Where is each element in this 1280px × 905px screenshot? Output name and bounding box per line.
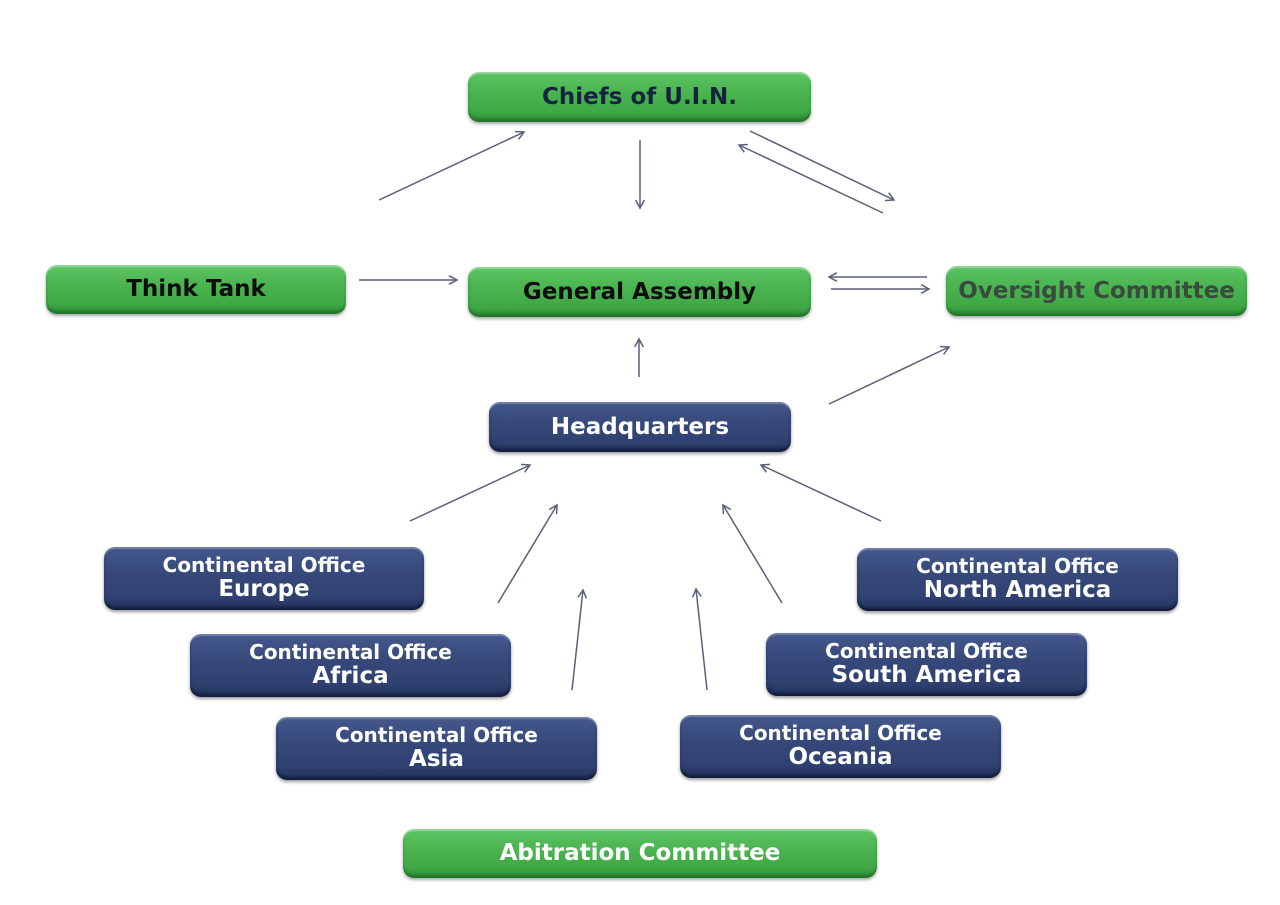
node-europe-line1: Continental Office [162,553,366,578]
node-chiefs-label: Chiefs of U.I.N. [542,83,737,110]
arrow-africa-to-headquarters [497,503,558,604]
arrowhead-icon [884,192,896,202]
node-oceania-line2: Oceania [788,743,893,770]
node-north-america-line2: North America [923,576,1112,603]
arrowhead-icon [520,463,532,473]
arrow-headquarters-to-general-assembly [634,337,644,377]
arrow-headquarters-to-oversight [828,345,951,405]
arrow-line [571,589,584,691]
arrowhead-icon [737,143,749,153]
arrow-europe-to-headquarters [409,463,532,522]
node-continental-office-south-america[interactable]: Continental Office South America [766,633,1087,696]
node-europe-line2: Europe [218,575,310,602]
arrowhead-icon [635,199,645,210]
arrow-oceania-to-headquarters [691,587,708,691]
arrow-oversight-to-general-assembly [827,272,927,282]
arrow-line [695,588,708,691]
node-south-america-line2: South America [831,661,1022,688]
node-continental-office-africa[interactable]: Continental Office Africa [190,634,511,697]
arrow-line [378,131,525,201]
arrowhead-icon [939,345,951,355]
arrow-asia-to-headquarters [571,588,588,691]
arrow-oversight-to-chiefs [737,143,884,214]
arrow-chiefs-to-general-assembly [635,140,645,210]
arrowhead-icon [722,503,732,515]
arrow-line [749,130,895,201]
node-continental-office-europe[interactable]: Continental Office Europe [104,547,424,610]
node-continental-office-north-america[interactable]: Continental Office North America [857,548,1178,611]
arrow-south-america-to-headquarters [722,503,783,604]
node-arbitration-committee[interactable]: Abitration Committee [403,829,877,878]
arrow-general-assembly-to-oversight [831,284,931,294]
node-headquarters[interactable]: Headquarters [489,402,791,452]
node-continental-office-asia[interactable]: Continental Office Asia [276,717,597,780]
node-asia-line1: Continental Office [335,723,538,748]
node-oceania-line1: Continental Office [739,721,942,746]
node-think-tank[interactable]: Think Tank [46,265,346,314]
arrowhead-icon [920,284,931,294]
arrow-chiefs-to-oversight [749,130,896,202]
arrow-line [409,464,531,522]
arrowhead-icon [634,337,644,348]
node-general-assembly-label: General Assembly [522,278,757,305]
arrowhead-icon [577,588,588,599]
node-africa-line1: Continental Office [249,640,452,665]
arrow-line [722,504,783,604]
node-chiefs[interactable]: Chiefs of U.I.N. [468,72,811,122]
node-think-tank-label: Think Tank [126,276,266,303]
node-oversight-committee-label: Oversight Committee [958,277,1235,304]
node-north-america-line1: Continental Office [916,554,1119,579]
node-general-assembly[interactable]: General Assembly [468,267,811,317]
arrow-think-tank-to-general-assembly [359,275,459,285]
node-asia-line2: Asia [409,745,464,772]
node-oversight-committee[interactable]: Oversight Committee [946,266,1247,316]
node-headquarters-label: Headquarters [550,413,730,440]
arrowhead-icon [448,275,459,285]
arrow-line [497,504,558,604]
node-continental-office-oceania[interactable]: Continental Office Oceania [680,715,1001,778]
arrowhead-icon [548,503,558,515]
arrow-line [760,464,882,522]
arrowhead-icon [514,130,526,140]
node-south-america-line1: Continental Office [825,639,1028,664]
arrow-line [738,144,884,214]
node-africa-line2: Africa [312,662,389,689]
arrowhead-icon [827,272,838,282]
arrowhead-icon [691,587,702,598]
node-arbitration-committee-label: Abitration Committee [499,840,781,867]
arrowhead-icon [759,463,771,473]
arrow-line [828,346,950,405]
arrow-north-america-to-headquarters [759,463,882,522]
arrow-think-tank-to-chiefs [378,130,526,201]
